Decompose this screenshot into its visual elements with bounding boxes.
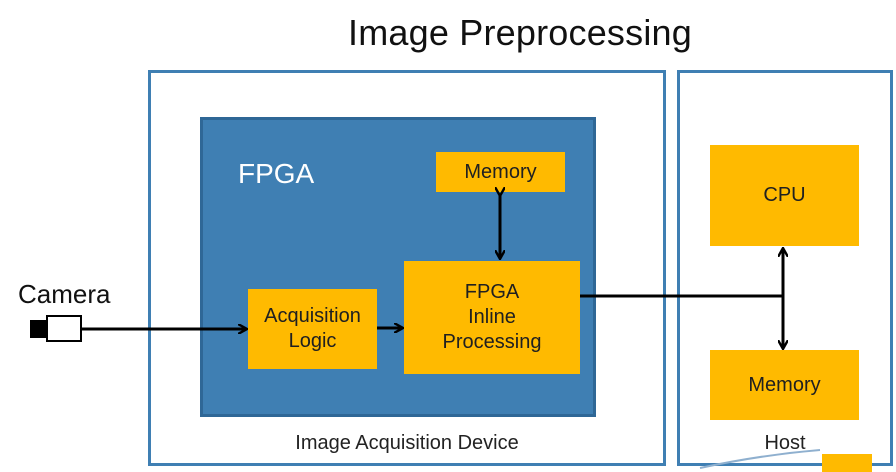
page-title: Image Preprocessing [348, 12, 692, 53]
image-acquisition-device-label: Image Acquisition Device [295, 432, 519, 454]
host-memory-block: Memory [710, 350, 859, 420]
host-partial-block [822, 454, 872, 472]
camera-label: Camera [18, 279, 111, 309]
fpga-memory-block: Memory [436, 152, 565, 192]
camera-lens-icon [46, 315, 82, 342]
fpga-inline-processing-block: FPGA Inline Processing [404, 261, 580, 374]
cpu-block: CPU [710, 145, 859, 246]
camera-body-icon [30, 320, 46, 338]
host-label: Host [764, 432, 806, 454]
decorative-stroke [699, 449, 821, 469]
fpga-label: FPGA [238, 158, 315, 189]
acquisition-logic-block: Acquisition Logic [248, 289, 377, 369]
